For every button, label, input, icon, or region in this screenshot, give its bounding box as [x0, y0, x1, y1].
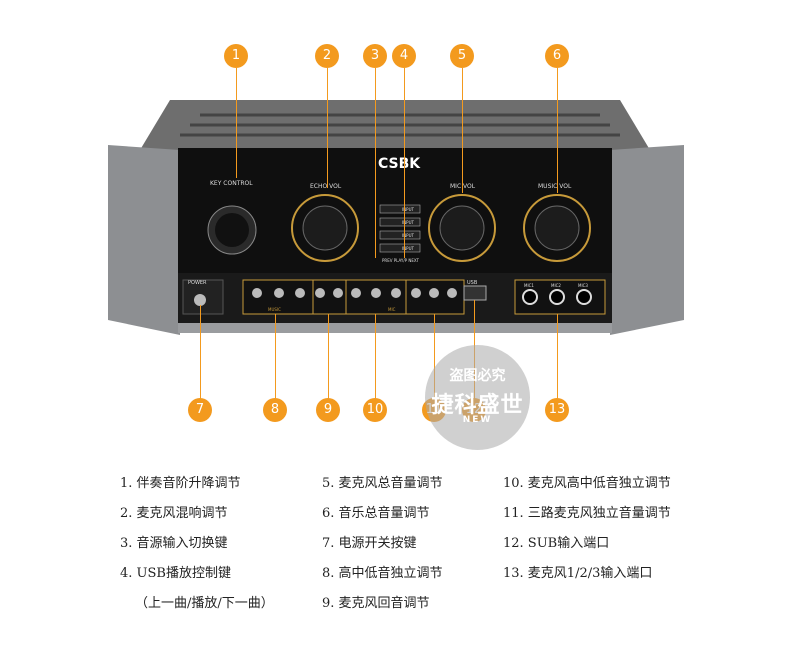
amplifier-illustration: CSBK KEY CONTROL ECHO VOL MIC VOL MUSIC …: [108, 100, 684, 335]
left-side-panel: [108, 145, 180, 335]
watermark-line: 捷科盛世: [431, 393, 524, 418]
legend-item: 13. 麦克风1/2/3输入端口: [503, 566, 653, 581]
brand-logo: CSBK: [378, 156, 421, 172]
mic-vol-knob: [428, 194, 496, 262]
legend-item: 12. SUB输入端口: [503, 536, 610, 551]
mic1-label: MIC1: [524, 283, 534, 288]
legend-item: 10. 麦克风高中低音独立调节: [503, 476, 671, 491]
callout-badge: 4: [392, 44, 416, 68]
legend-item: 4. USB播放控制键: [120, 566, 231, 581]
callout-badge: 13: [545, 398, 569, 422]
input-button-label: INPUT: [402, 207, 415, 212]
callout-badge: 7: [188, 398, 212, 422]
callout-badge: 2: [315, 44, 339, 68]
legend-item: 5. 麦克风总音量调节: [322, 476, 443, 491]
watermark-stamp: 盗图必究 捷科盛世 NEW: [425, 345, 530, 450]
mic2-label: MIC2: [551, 283, 561, 288]
product-diagram: CSBK KEY CONTROL ECHO VOL MIC VOL MUSIC …: [108, 44, 684, 450]
callout-badge: 8: [263, 398, 287, 422]
echo-vol-knob: [291, 194, 359, 262]
key-control-label: KEY CONTROL: [210, 180, 253, 187]
callout-badge: 9: [316, 398, 340, 422]
mic3-label: MIC3: [578, 283, 588, 288]
legend-item: 2. 麦克风混响调节: [120, 506, 228, 521]
legend-item: 3. 音源输入切换键: [120, 536, 228, 551]
usb-label: USB: [467, 280, 478, 286]
music-vol-knob: [523, 194, 591, 262]
callout-badge: 1: [224, 44, 248, 68]
watermark-line: NEW: [462, 415, 493, 425]
right-side-panel: [610, 145, 684, 335]
input-button-label: INPUT: [402, 246, 415, 251]
callout-badge: 6: [545, 44, 569, 68]
usb-port: [463, 285, 487, 301]
legend-item: 11. 三路麦克风独立音量调节: [503, 506, 671, 521]
legend-item: 6. 音乐总音量调节: [322, 506, 430, 521]
legend-item: 9. 麦克风回音调节: [322, 596, 430, 611]
legend-item: （上一曲/播放/下一曲）: [135, 596, 274, 611]
music-strip-label: MUSIC: [268, 307, 281, 312]
mic-strip-label: MIC: [388, 307, 396, 312]
callout-badge: 5: [450, 44, 474, 68]
key-control-knob: [207, 205, 257, 255]
legend-item: 8. 高中低音独立调节: [322, 566, 443, 581]
callout-badge: 3: [363, 44, 387, 68]
callout-badge: 10: [363, 398, 387, 422]
legend-item: 7. 电源开关按键: [322, 536, 417, 551]
watermark-line: 盗图必究: [449, 368, 506, 384]
power-label: POWER: [188, 280, 207, 286]
input-button-label: INPUT: [402, 220, 415, 225]
echo-vol-label: ECHO VOL: [310, 183, 342, 190]
music-vol-label: MUSIC VOL: [538, 183, 572, 190]
legend-item: 1. 伴奏音阶升降调节: [120, 476, 241, 491]
usb-control-label: PREV PLAY/P NEXT: [382, 258, 420, 263]
input-button-label: INPUT: [402, 233, 415, 238]
